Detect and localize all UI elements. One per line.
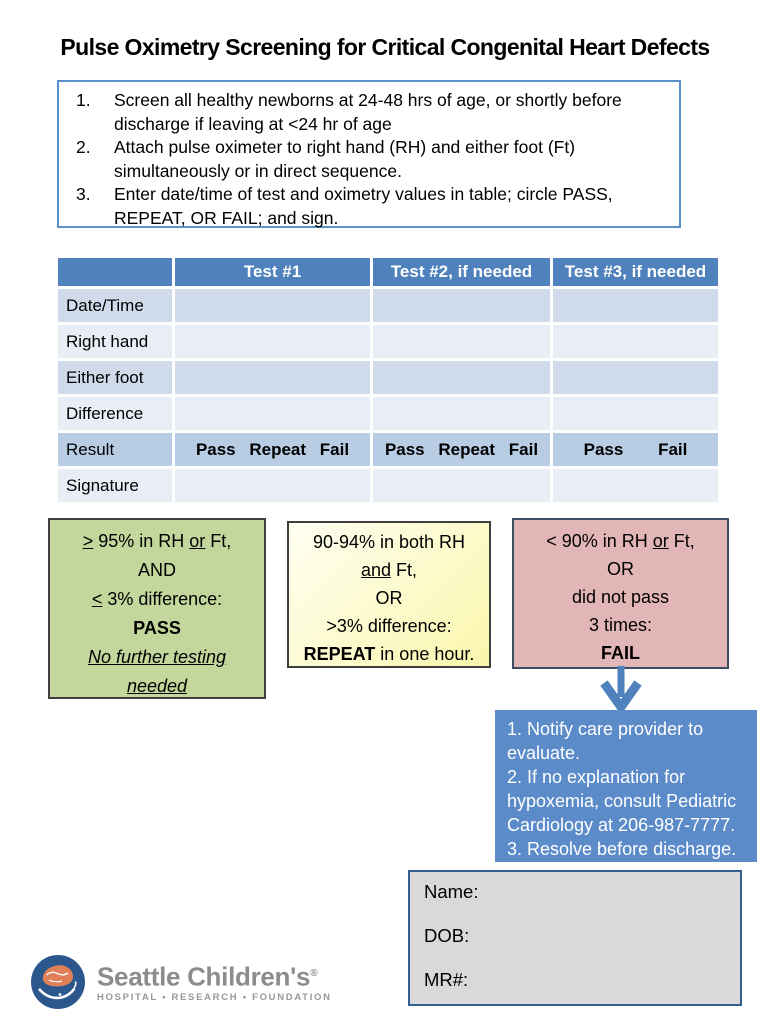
repeat-criteria-line: >3% difference: — [326, 616, 452, 636]
page-title: Pulse Oximetry Screening for Critical Co… — [60, 34, 710, 60]
instructions-box: Screen all healthy newborns at 24-48 hrs… — [57, 80, 681, 228]
logo-text: Seattle Children's® HOSPITAL • RESEARCH … — [97, 961, 332, 1004]
signature-test1-cell[interactable] — [172, 466, 373, 505]
table-row-right-hand: Right hand — [55, 322, 721, 361]
right-hand-test2-cell[interactable] — [370, 322, 553, 361]
fail-action-box: 1. Notify care provider to evaluate. 2. … — [495, 710, 757, 862]
seattle-childrens-logo: Seattle Children's® HOSPITAL • RESEARCH … — [30, 954, 332, 1010]
repeat-criteria-box: 90-94% in both RH and Ft, OR >3% differe… — [287, 521, 491, 668]
patient-info-box: Name: DOB: MR#: — [408, 870, 742, 1006]
datetime-test3-cell[interactable] — [550, 286, 721, 325]
table-row-difference: Difference — [55, 394, 721, 433]
signature-test3-cell[interactable] — [550, 466, 721, 505]
row-label-datetime: Date/Time — [55, 286, 175, 325]
difference-test1-cell[interactable] — [172, 394, 373, 433]
logo-tagline: HOSPITAL • RESEARCH • FOUNDATION — [97, 992, 332, 1004]
table-header-test1: Test #1 — [172, 255, 373, 289]
pass-criteria-line: > 95% in RH or Ft, — [82, 531, 232, 551]
repeat-criteria-line: REPEAT in one hour. — [303, 644, 475, 664]
fail-action-line-3: 3. Resolve before discharge. — [507, 839, 737, 859]
name-field[interactable]: Name: — [424, 881, 479, 902]
fail-criteria-line: did not pass — [571, 587, 670, 607]
datetime-test2-cell[interactable] — [370, 286, 553, 325]
row-label-right-hand: Right hand — [55, 322, 175, 361]
dob-field[interactable]: DOB: — [424, 925, 470, 946]
fail-criteria-line: 3 times: — [588, 615, 653, 635]
mr-number-field[interactable]: MR#: — [424, 969, 469, 990]
fail-action-line-1: 1. Notify care provider to evaluate. — [507, 719, 704, 763]
repeat-criteria-line: OR — [375, 588, 403, 608]
datetime-test1-cell[interactable] — [172, 286, 373, 325]
table-row-datetime: Date/Time — [55, 286, 721, 325]
down-arrow-icon — [600, 666, 642, 712]
difference-test2-cell[interactable] — [370, 394, 553, 433]
right-hand-test3-cell[interactable] — [550, 322, 721, 361]
repeat-criteria-line: 90-94% in both RH — [312, 532, 466, 552]
table-row-result: Result Pass Repeat Fail Pass Repeat Fail… — [55, 430, 721, 469]
result-options-test1[interactable]: Pass Repeat Fail — [172, 430, 373, 469]
row-label-result: Result — [55, 430, 175, 469]
row-label-signature: Signature — [55, 466, 175, 505]
instruction-item-3: Enter date/time of test and oximetry val… — [76, 183, 613, 228]
row-label-either-foot: Either foot — [55, 358, 175, 397]
instructions-list: Screen all healthy newborns at 24-48 hrs… — [59, 89, 679, 231]
pass-criteria-line: PASS — [133, 618, 181, 638]
pass-criteria-box: > 95% in RH or Ft, AND < 3% difference: … — [48, 518, 266, 699]
pass-criteria-line: AND — [137, 560, 176, 580]
instruction-item-2: Attach pulse oximeter to right hand (RH)… — [76, 136, 576, 181]
repeat-criteria-line: and Ft, — [360, 560, 418, 580]
registered-mark: ® — [310, 967, 318, 979]
table-row-signature: Signature — [55, 466, 721, 505]
row-label-difference: Difference — [55, 394, 175, 433]
table-header-test2: Test #2, if needed — [370, 255, 553, 289]
fail-criteria-line: FAIL — [601, 643, 640, 663]
oximetry-table: Test #1 Test #2, if needed Test #3, if n… — [55, 255, 721, 505]
either-foot-test3-cell[interactable] — [550, 358, 721, 397]
either-foot-test1-cell[interactable] — [172, 358, 373, 397]
table-row-either-foot: Either foot — [55, 358, 721, 397]
table-header-row: Test #1 Test #2, if needed Test #3, if n… — [55, 255, 721, 289]
result-options-test3[interactable]: Pass Fail — [550, 430, 721, 469]
fail-criteria-box: < 90% in RH or Ft, OR did not pass 3 tim… — [512, 518, 729, 669]
fail-criteria-line: OR — [607, 559, 634, 579]
fail-criteria-line: < 90% in RH or Ft, — [546, 531, 695, 551]
pass-criteria-line: No further testing — [87, 647, 227, 667]
logo-name-text: Seattle Children's — [97, 961, 311, 992]
seattle-childrens-logo-icon — [31, 955, 85, 1009]
either-foot-test2-cell[interactable] — [370, 358, 553, 397]
right-hand-test1-cell[interactable] — [172, 322, 373, 361]
table-header-empty — [55, 255, 175, 289]
difference-test3-cell[interactable] — [550, 394, 721, 433]
pass-criteria-line: needed — [126, 676, 188, 696]
fail-action-line-2: 2. If no explanation for hypoxemia, cons… — [507, 767, 737, 835]
result-options-test2[interactable]: Pass Repeat Fail — [370, 430, 553, 469]
instruction-item-1: Screen all healthy newborns at 24-48 hrs… — [76, 89, 622, 134]
table-header-test3: Test #3, if needed — [550, 255, 721, 289]
signature-test2-cell[interactable] — [370, 466, 553, 505]
pass-criteria-line: < 3% difference: — [91, 589, 223, 609]
logo-name: Seattle Children's® — [97, 961, 332, 992]
